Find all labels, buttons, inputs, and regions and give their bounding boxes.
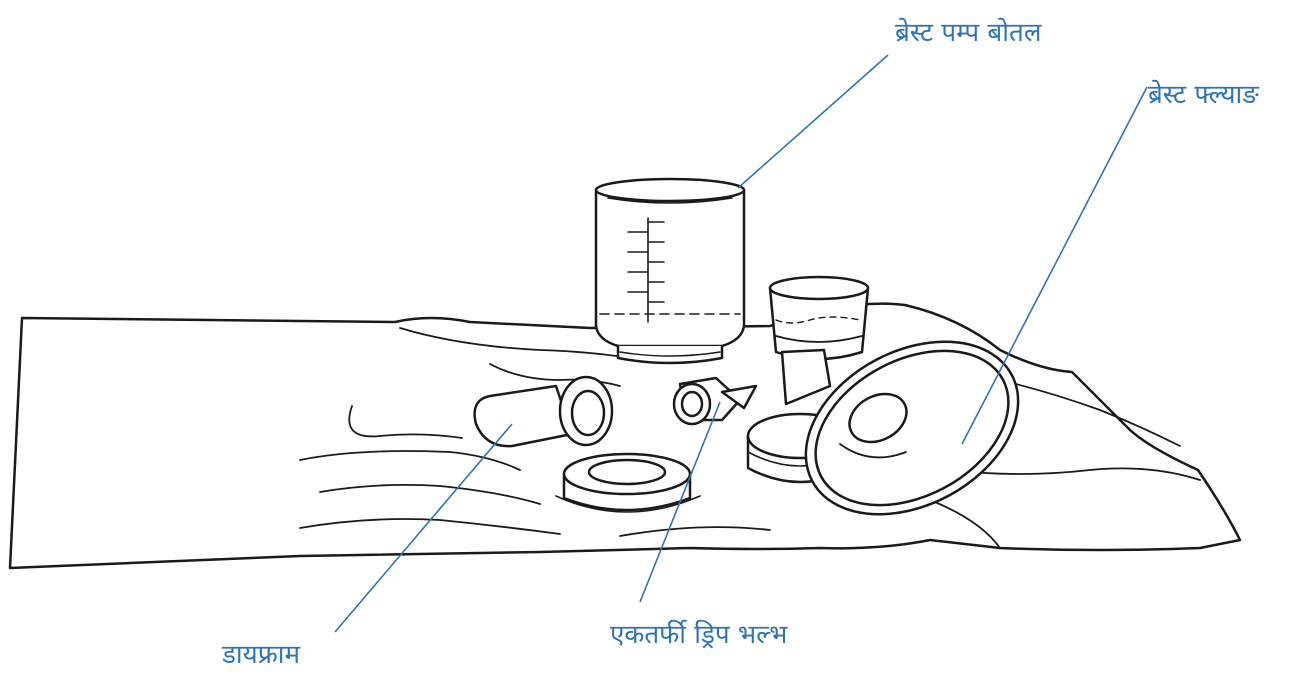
label-drip-valve: एकतर्फी ड्रिप भल्भ bbox=[610, 620, 788, 650]
label-diaphragm: डायफ्राम bbox=[222, 640, 301, 670]
hand-fold bbox=[348, 405, 463, 439]
label-breast-flange: ब्रेस्ट फ्ल्याङ bbox=[1148, 80, 1259, 110]
leader-line-bottle bbox=[737, 54, 889, 189]
hand-fold bbox=[299, 518, 561, 535]
breast-flange bbox=[780, 340, 1020, 516]
leader-line-flange bbox=[961, 86, 1148, 445]
drip-valve-part bbox=[672, 376, 758, 426]
small-cup bbox=[768, 275, 870, 361]
hand-fold bbox=[929, 499, 1001, 549]
breast-pump-bottle bbox=[594, 177, 746, 365]
hand-fold bbox=[619, 526, 771, 537]
label-breast-pump-bottle: ब्रेस्ट पम्प बोतल bbox=[895, 18, 1042, 48]
diaphragm-part bbox=[473, 375, 614, 448]
leader-line-diaphragm bbox=[334, 423, 513, 633]
ring-part bbox=[555, 452, 701, 513]
hand-fold bbox=[399, 327, 641, 361]
hand-fold bbox=[319, 483, 541, 505]
leader-line-valve bbox=[639, 401, 721, 603]
hand-fold bbox=[999, 379, 1181, 447]
hand-fold bbox=[299, 450, 521, 471]
hand-fold bbox=[949, 467, 1201, 481]
